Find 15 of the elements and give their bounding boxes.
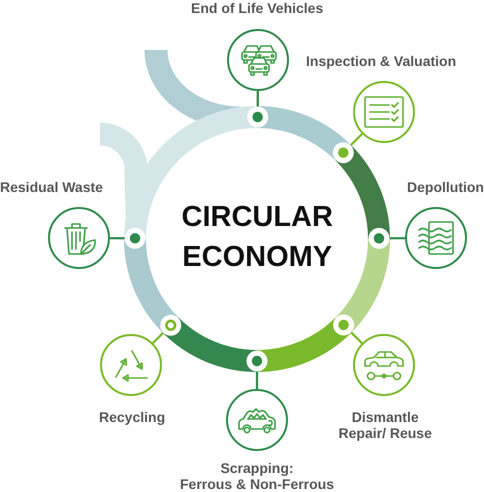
connector-line: [110, 228, 146, 249]
hub-title: CIRCULAR ECONOMY: [182, 200, 333, 275]
step-label: Depollution: [407, 179, 484, 195]
connector-line: [152, 313, 183, 344]
connector-line: [368, 228, 405, 249]
step-label: Dismantle Repair/ Reuse: [338, 409, 432, 441]
connector-line: [246, 350, 268, 389]
step-label: Residual Waste: [0, 179, 103, 195]
step-label: Inspection & Valuation: [306, 53, 456, 69]
step-label: Scrapping: Ferrous & Non-Ferrous: [180, 460, 334, 492]
connector-line: [333, 314, 363, 344]
step-label: End of Life Vehicles: [191, 0, 324, 16]
connector-line: [332, 133, 363, 164]
step-label: Recycling: [99, 409, 166, 425]
connector-line: [247, 91, 268, 128]
